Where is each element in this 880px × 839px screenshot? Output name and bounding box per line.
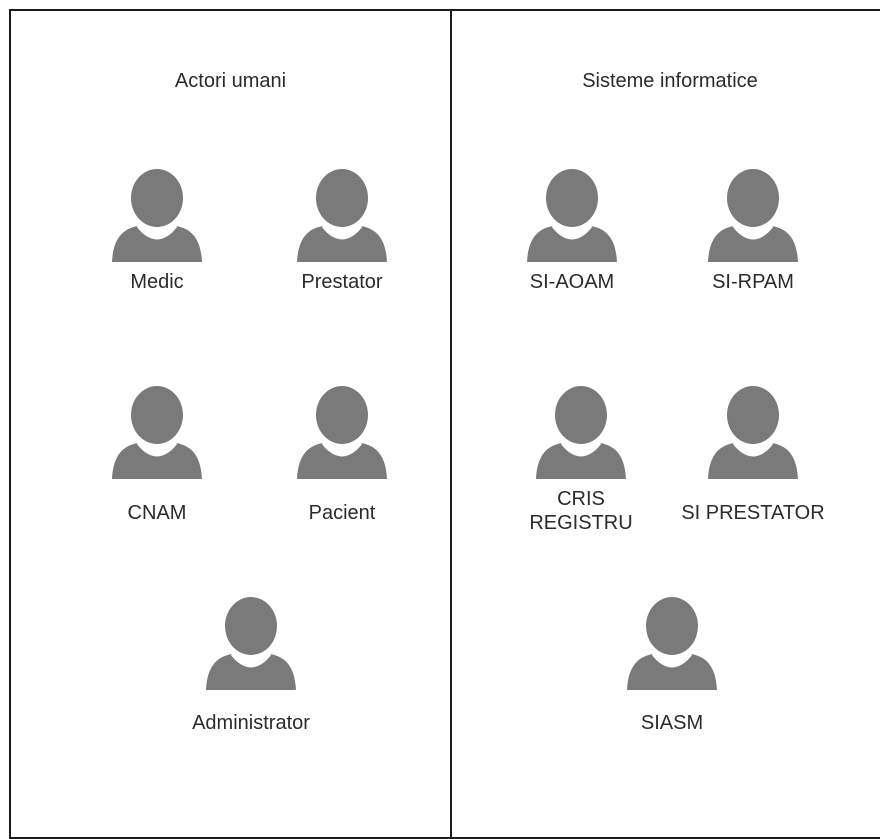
panel-information-systems: Sisteme informatice SI-AOAM SI-RPAM CRIS…: [450, 9, 880, 839]
user-icon: [625, 595, 719, 690]
actor-label-prestator: Prestator: [301, 271, 383, 293]
user-icon: [706, 167, 800, 262]
actor-label-si-rpam: SI-RPAM: [712, 271, 794, 293]
panel-human-actors: Actori umani Medic Prestator CNAM Pacien…: [9, 9, 452, 839]
user-icon: [204, 595, 298, 690]
user-icon: [706, 384, 800, 479]
user-icon: [295, 384, 389, 479]
panel-title-information-systems: Sisteme informatice: [582, 70, 758, 92]
actor-label-siasm: SIASM: [640, 712, 704, 734]
actor-label-si-prestator: SI PRESTATOR: [681, 502, 825, 524]
actor-label-si-aoam: SI-AOAM: [529, 271, 615, 293]
actor-label-cris-registru: CRIS REGISTRU: [529, 488, 633, 534]
user-icon: [110, 167, 204, 262]
user-icon: [525, 167, 619, 262]
panel-title-human-actors: Actori umani: [174, 70, 287, 92]
actor-label-administrator: Administrator: [192, 712, 310, 734]
actor-label-pacient: Pacient: [308, 502, 376, 524]
actor-label-cnam: CNAM: [127, 502, 187, 524]
user-icon: [110, 384, 204, 479]
user-icon: [295, 167, 389, 262]
actor-label-medic: Medic: [130, 271, 184, 293]
user-icon: [534, 384, 628, 479]
